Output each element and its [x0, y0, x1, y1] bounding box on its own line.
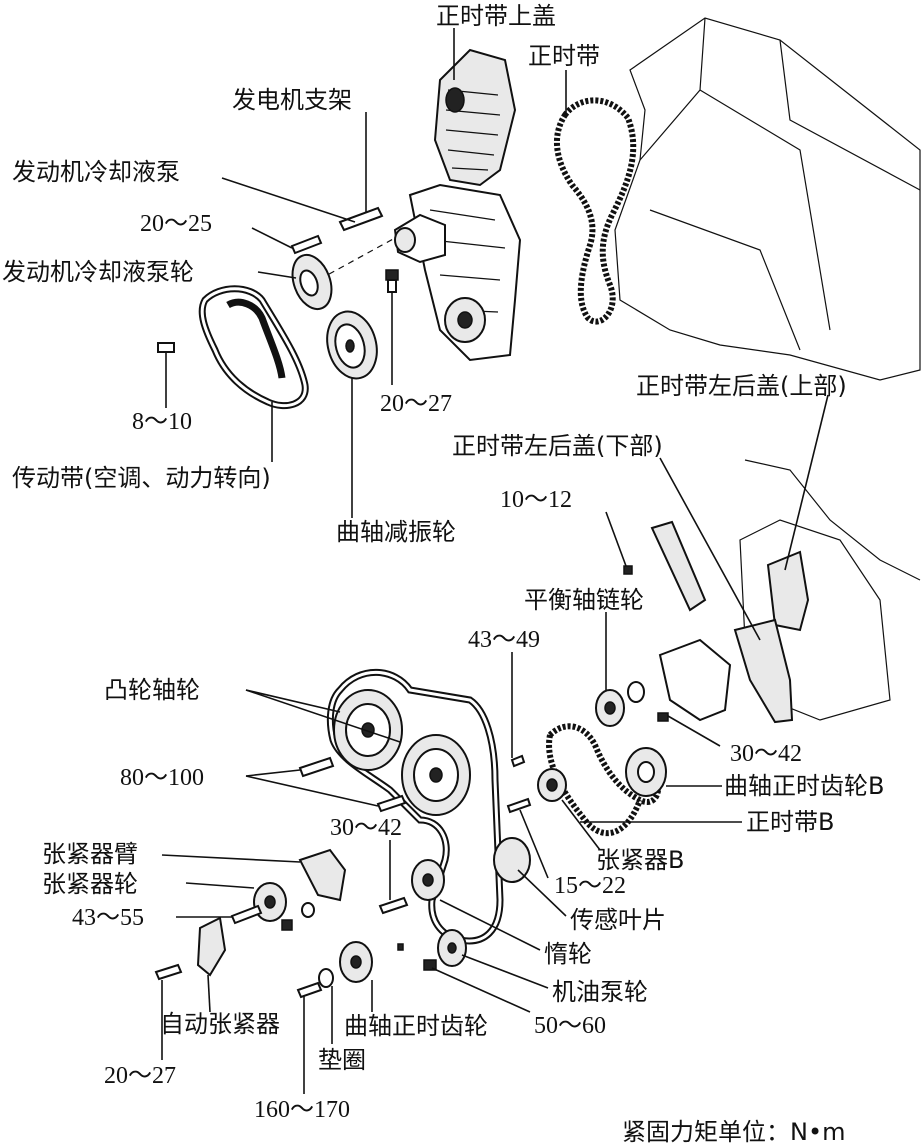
- label-tensioner-b: 张紧器B: [596, 846, 685, 874]
- bolts-mid-art: [298, 754, 532, 915]
- oil-pump-gear-art: [423, 929, 467, 971]
- label-tensioner-arm: 张紧器臂: [42, 840, 138, 868]
- coolant-pump-pulley-art: [291, 253, 333, 311]
- label-tensioner-pulley: 张紧器轮: [42, 870, 138, 898]
- upper-cover-art: [433, 48, 517, 187]
- label-torque-20-27-top: 20～27: [380, 391, 452, 417]
- leader-lines: [161, 28, 829, 1094]
- label-oil-pump-gear: 机油泵轮: [552, 978, 648, 1006]
- tensioner-parts-art: [154, 848, 347, 981]
- label-torque-15-22: 15～22: [554, 873, 626, 899]
- label-balance-sprocket: 平衡轴链轮: [524, 586, 644, 614]
- label-timing-belt-top: 正时带: [528, 42, 600, 70]
- label-coolant-pump: 发动机冷却液泵: [12, 158, 180, 186]
- label-left-rear-lower: 正时带左后盖(下部): [452, 432, 663, 460]
- label-washer: 垫圈: [318, 1046, 366, 1074]
- idler-art: [411, 859, 445, 901]
- crank-damper-art: [326, 310, 378, 380]
- label-torque-20-27-bottom: 20～27: [104, 1063, 176, 1089]
- label-left-rear-upper: 正时带左后盖(上部): [636, 372, 847, 400]
- label-torque-50-60: 50～60: [534, 1013, 606, 1039]
- label-cam-sprocket: 凸轮轴轮: [104, 676, 200, 704]
- label-alternator-bracket: 发电机支架: [232, 86, 352, 114]
- timing-belt-b-art: [537, 723, 667, 837]
- label-auto-tensioner: 自动张紧器: [160, 1010, 280, 1038]
- label-sensor-blade: 传感叶片: [570, 906, 666, 934]
- label-torque-30-42-right: 30～42: [730, 741, 802, 767]
- label-crank-damper: 曲轴减振轮: [336, 518, 456, 546]
- label-unit-note: 紧固力矩单位：N•m: [622, 1118, 846, 1146]
- label-crank-timing-gear: 曲轴正时齿轮: [344, 1012, 488, 1040]
- label-torque-30-42-mid: 30～42: [330, 815, 402, 841]
- label-torque-80-100: 80～100: [120, 765, 204, 791]
- drive-belt-art: [198, 285, 309, 410]
- bolts-top-art: [290, 206, 399, 293]
- sensor-blade-art: [493, 837, 531, 883]
- front-cover-art: [393, 183, 522, 362]
- label-torque-8-10: 8～10: [132, 409, 192, 435]
- crank-gear-art: [296, 941, 404, 999]
- cam-sprockets-art: [333, 689, 471, 816]
- left-rear-covers-art: [733, 550, 810, 724]
- label-coolant-pump-pulley: 发动机冷却液泵轮: [2, 258, 194, 286]
- label-torque-43-55: 43～55: [72, 905, 144, 931]
- label-upper-cover: 正时带上盖: [436, 2, 556, 30]
- engine-block-top: [614, 17, 921, 381]
- small-bracket-art: [623, 520, 707, 612]
- label-idler: 惰轮: [544, 940, 592, 968]
- label-crank-gear-b: 曲轴正时齿轮B: [724, 772, 885, 800]
- label-torque-43-49: 43～49: [468, 627, 540, 653]
- timing-belt-top-art: [553, 97, 637, 325]
- label-drive-belt: 传动带(空调、动力转向): [12, 464, 271, 492]
- label-torque-10-12: 10～12: [500, 487, 572, 513]
- balance-shaft-art: [595, 638, 732, 727]
- label-timing-belt-b: 正时带B: [746, 808, 835, 836]
- label-torque-160-170: 160～170: [254, 1097, 350, 1123]
- bolt-8-10-art: [157, 342, 175, 353]
- label-torque-20-25: 20～25: [140, 211, 212, 237]
